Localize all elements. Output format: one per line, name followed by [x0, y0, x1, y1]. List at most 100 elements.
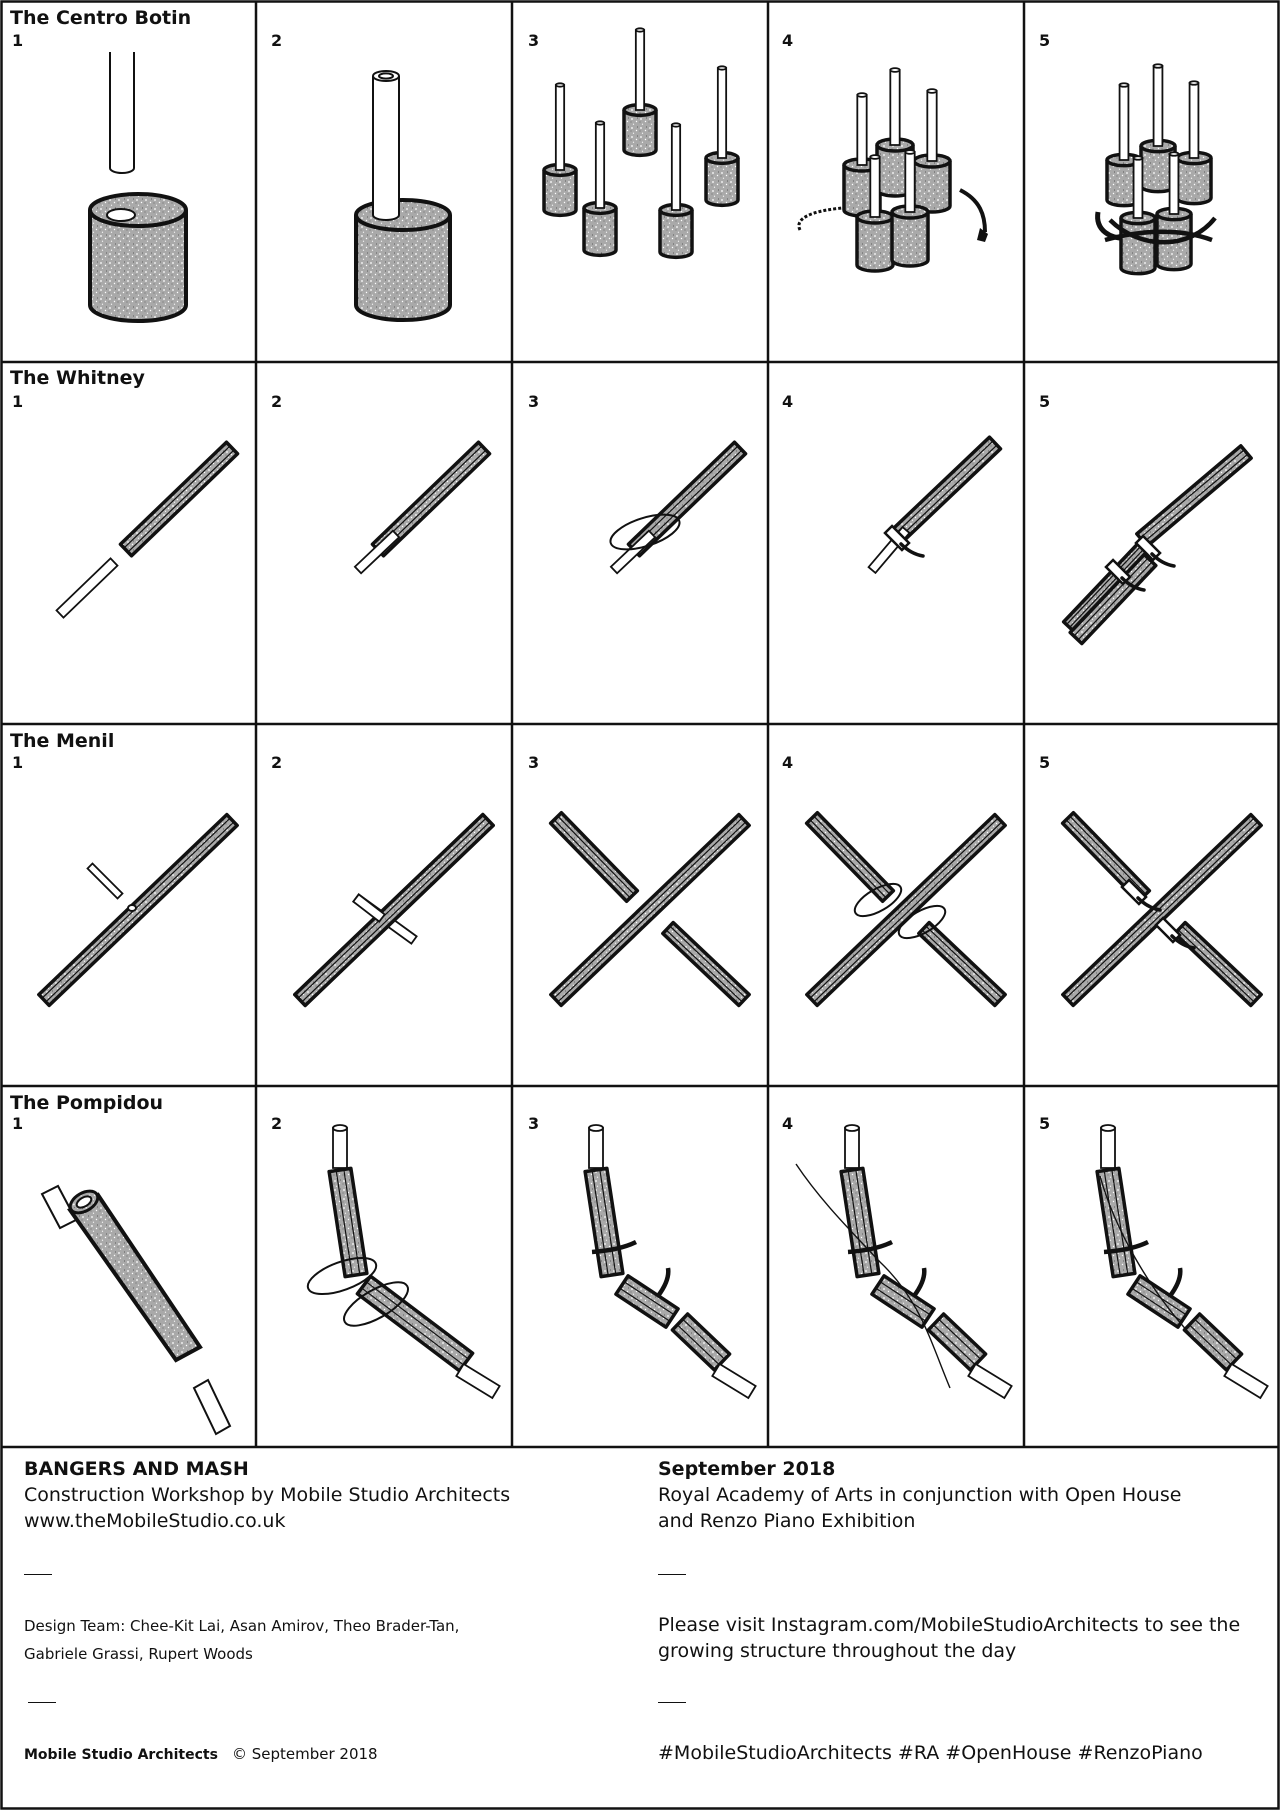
rod: [670, 124, 682, 211]
pipe-seam: [361, 1287, 465, 1366]
rod: [554, 84, 566, 171]
pipe-seam: [553, 819, 631, 899]
pipe-seam: [297, 817, 487, 999]
pipe-seam: [1103, 1170, 1121, 1276]
hashtags: #MobileStudioArchitects #RA #OpenHouse #…: [658, 1742, 1203, 1764]
pipe-seam: [665, 929, 743, 1003]
foam-pipe: [37, 812, 239, 1008]
foam-pipe: [804, 811, 896, 903]
step-number: 1: [12, 392, 24, 411]
workshop-subtitle: Construction Workshop by Mobile Studio A…: [24, 1484, 511, 1506]
pipe-seam: [682, 1318, 726, 1360]
rod-end: [1168, 151, 1180, 157]
foam-pipe: [549, 812, 751, 1008]
row-title-whitney: The Whitney: [10, 367, 145, 389]
step-number: 3: [528, 392, 540, 411]
cable-tie-tail: [1136, 896, 1162, 912]
pipe-seam: [1177, 929, 1255, 1003]
illustration-menil-1: [37, 812, 239, 1008]
foam-pipe: [926, 1312, 988, 1372]
cable-tie: [853, 882, 903, 918]
cable-tie: [591, 1239, 638, 1255]
divider: [28, 1702, 56, 1703]
dowel: [1223, 1362, 1269, 1400]
step-number: 1: [12, 753, 24, 772]
foam-cylinder: [704, 158, 740, 208]
cable-tie: [306, 1256, 378, 1296]
dowel: [455, 1362, 501, 1400]
foam-pipe: [917, 920, 1007, 1008]
pipe-seam: [123, 445, 231, 549]
step-number: 5: [1039, 753, 1051, 772]
row-title-menil: The Menil: [10, 730, 115, 752]
foam-pipe: [1060, 811, 1152, 903]
dowel: [711, 1362, 757, 1400]
rod: [856, 94, 868, 166]
step-number: 4: [782, 392, 794, 411]
step-number: 3: [528, 31, 540, 50]
pipe-seam: [669, 925, 747, 999]
cable-tie-tail: [1120, 576, 1146, 592]
rod-end: [856, 92, 868, 98]
dowel: [86, 862, 124, 900]
divider: [658, 1702, 686, 1703]
pipe-seam: [343, 1169, 361, 1275]
illustration-whitney-3: [609, 440, 748, 575]
foam-cylinder: [890, 212, 930, 268]
rod: [1188, 82, 1200, 159]
foam-pipe: [1135, 444, 1253, 548]
pipe-seam: [1111, 1169, 1129, 1275]
design-team-line-1: Design Team: Chee-Kit Lai, Asan Amirov, …: [24, 1617, 460, 1635]
cable-tie: [847, 1239, 894, 1255]
foam-pipe: [1126, 1274, 1192, 1329]
row-title-pompidou: The Pompidou: [10, 1092, 164, 1114]
pipe-seam: [591, 1170, 609, 1276]
pipe-seam: [1077, 561, 1153, 641]
step-number: 1: [12, 1114, 24, 1133]
workshop-title: BANGERS AND MASH: [24, 1458, 249, 1480]
foam-pipe: [355, 1274, 475, 1373]
rod: [904, 151, 916, 213]
dowel: [55, 557, 119, 619]
rod: [869, 156, 881, 218]
pipe-seam: [809, 819, 887, 899]
rod: [1118, 84, 1130, 161]
rod: [716, 67, 728, 159]
pipe-seam: [623, 1281, 675, 1316]
rod-end: [926, 88, 938, 94]
illustration-pompidou-2: [306, 1124, 501, 1400]
rod-end: [904, 149, 916, 155]
pipe-seam: [925, 925, 1003, 999]
credit-copyright: © September 2018: [231, 1745, 378, 1763]
pipe-seam: [1139, 449, 1245, 539]
pipe-seam: [813, 815, 891, 895]
rod-end: [594, 120, 606, 126]
credit-line: Mobile Studio Architects © September 201…: [24, 1740, 378, 1768]
illustration-whitney-4: [867, 435, 1003, 575]
step-number: 2: [271, 31, 283, 50]
rod: [634, 29, 646, 111]
rod-end: [554, 82, 566, 88]
step-number: 4: [782, 1114, 794, 1133]
instagram-line-1: Please visit Instagram.com/MobileStudioA…: [658, 1614, 1241, 1636]
rod-end: [1188, 80, 1200, 86]
rod-end: [889, 67, 901, 73]
dowel: [1100, 1127, 1116, 1169]
instagram-line-2: growing structure throughout the day: [658, 1640, 1017, 1662]
foam-pipe: [327, 1166, 369, 1279]
website-link[interactable]: www.theMobileStudio.co.uk: [24, 1510, 286, 1532]
pipe-seam: [1188, 1324, 1232, 1366]
pipe-seam: [855, 1169, 873, 1275]
step-number: 2: [271, 753, 283, 772]
illustration-centro-botin-5: [1095, 63, 1217, 276]
pipe-seam: [1069, 815, 1147, 895]
illustration-centro-botin-2: [354, 70, 452, 322]
pipe-seam: [1069, 549, 1144, 628]
rod-end: [1132, 155, 1144, 161]
dowel: [967, 1362, 1013, 1400]
pipe-seam: [335, 1170, 353, 1276]
pipe-seam: [1065, 817, 1255, 999]
step-number: 1: [12, 31, 24, 50]
illustration-pompidou-4: [795, 1124, 1013, 1400]
